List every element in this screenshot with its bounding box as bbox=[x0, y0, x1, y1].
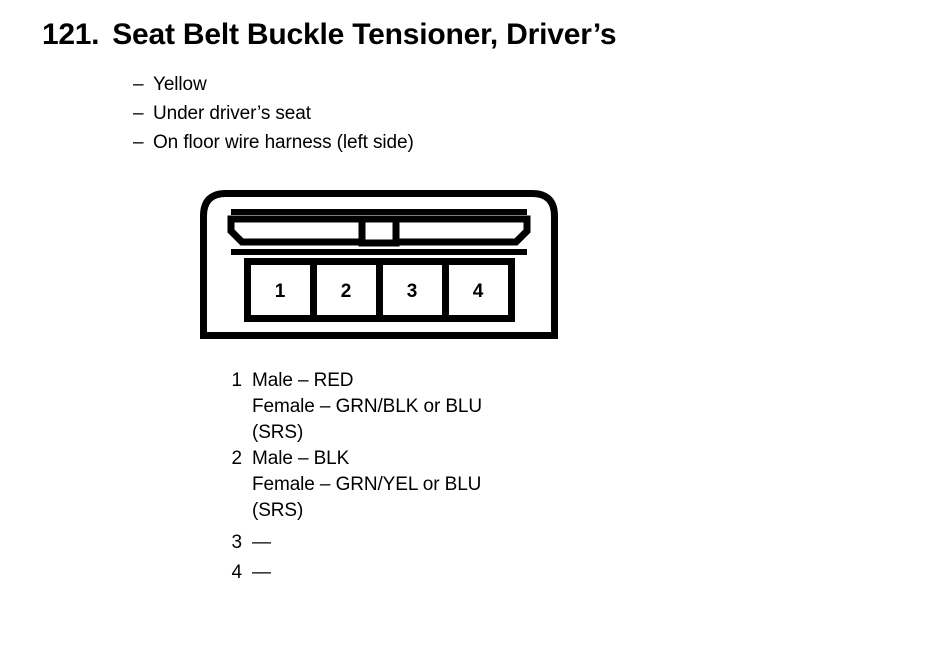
legend-row-2: 2 Male – BLK Female – GRN/YEL or BLU (SR… bbox=[200, 446, 482, 524]
page-title: 121. Seat Belt Buckle Tensioner, Driver’… bbox=[42, 18, 617, 52]
page-title-number: 121. bbox=[42, 18, 100, 51]
right-latch-tab bbox=[374, 215, 531, 246]
pin-cavity-row bbox=[244, 258, 515, 322]
lower-rail bbox=[231, 249, 527, 255]
dash-icon: – bbox=[133, 74, 144, 95]
legend-pin-description: — bbox=[242, 530, 271, 556]
pin-label-1: 1 bbox=[275, 281, 286, 302]
pin-label-3: 3 bbox=[407, 281, 418, 302]
dash-icon: – bbox=[133, 103, 144, 124]
legend-row-1: 1 Male – RED Female – GRN/BLK or BLU (SR… bbox=[200, 368, 483, 446]
legend-desc-line: Female – GRN/BLK or BLU bbox=[252, 396, 483, 417]
legend-row-3: 3 — bbox=[200, 530, 482, 556]
connector-drawing: 1 2 3 4 bbox=[200, 190, 558, 339]
pin-cavity-4 bbox=[442, 258, 515, 322]
legend-pin-number: 4 bbox=[231, 562, 243, 583]
legend-desc-line: Male – BLK bbox=[252, 448, 350, 469]
legend-desc-line: (SRS) bbox=[252, 422, 304, 443]
page-title-text: Seat Belt Buckle Tensioner, Driver’s bbox=[112, 18, 617, 51]
legend-desc-line: — bbox=[252, 532, 271, 553]
legend-pin-number: 3 bbox=[231, 532, 243, 553]
legend-pin-number: 2 bbox=[231, 448, 243, 469]
list-item-label: Yellow bbox=[153, 74, 207, 95]
pin-cavity-2 bbox=[310, 258, 383, 322]
pin-label-2: 2 bbox=[341, 281, 352, 302]
legend-desc-line: (SRS) bbox=[252, 500, 304, 521]
legend-pin-description: Male – RED Female – GRN/BLK or BLU (SRS) bbox=[242, 368, 482, 446]
legend-desc-line: — bbox=[252, 562, 271, 583]
left-latch-tab bbox=[227, 215, 384, 246]
pin-legend: 1 Male – RED Female – GRN/BLK or BLU (SR… bbox=[200, 368, 483, 586]
dash-icon: – bbox=[133, 132, 144, 153]
list-item-label: Under driver’s seat bbox=[153, 103, 311, 124]
center-key-slot bbox=[358, 215, 400, 247]
legend-pin-number: 1 bbox=[231, 370, 243, 391]
pin-label-4: 4 bbox=[473, 281, 484, 302]
legend-desc-line: Male – RED bbox=[252, 370, 354, 391]
legend-desc-line: Female – GRN/YEL or BLU bbox=[252, 474, 482, 495]
list-item: – Under driver’s seat bbox=[133, 99, 414, 128]
legend-pin-description: — bbox=[242, 560, 271, 586]
upper-rail bbox=[231, 209, 527, 215]
legend-pin-description: Male – BLK Female – GRN/YEL or BLU (SRS) bbox=[242, 446, 481, 524]
list-item: – On floor wire harness (left side) bbox=[133, 128, 414, 157]
list-item: – Yellow bbox=[133, 70, 414, 99]
specification-list: – Yellow – Under driver’s seat – On floo… bbox=[133, 70, 414, 157]
connector-diagram: 1 2 3 4 bbox=[200, 190, 558, 339]
legend-row-4: 4 — bbox=[200, 560, 482, 586]
list-item-label: On floor wire harness (left side) bbox=[153, 132, 414, 153]
